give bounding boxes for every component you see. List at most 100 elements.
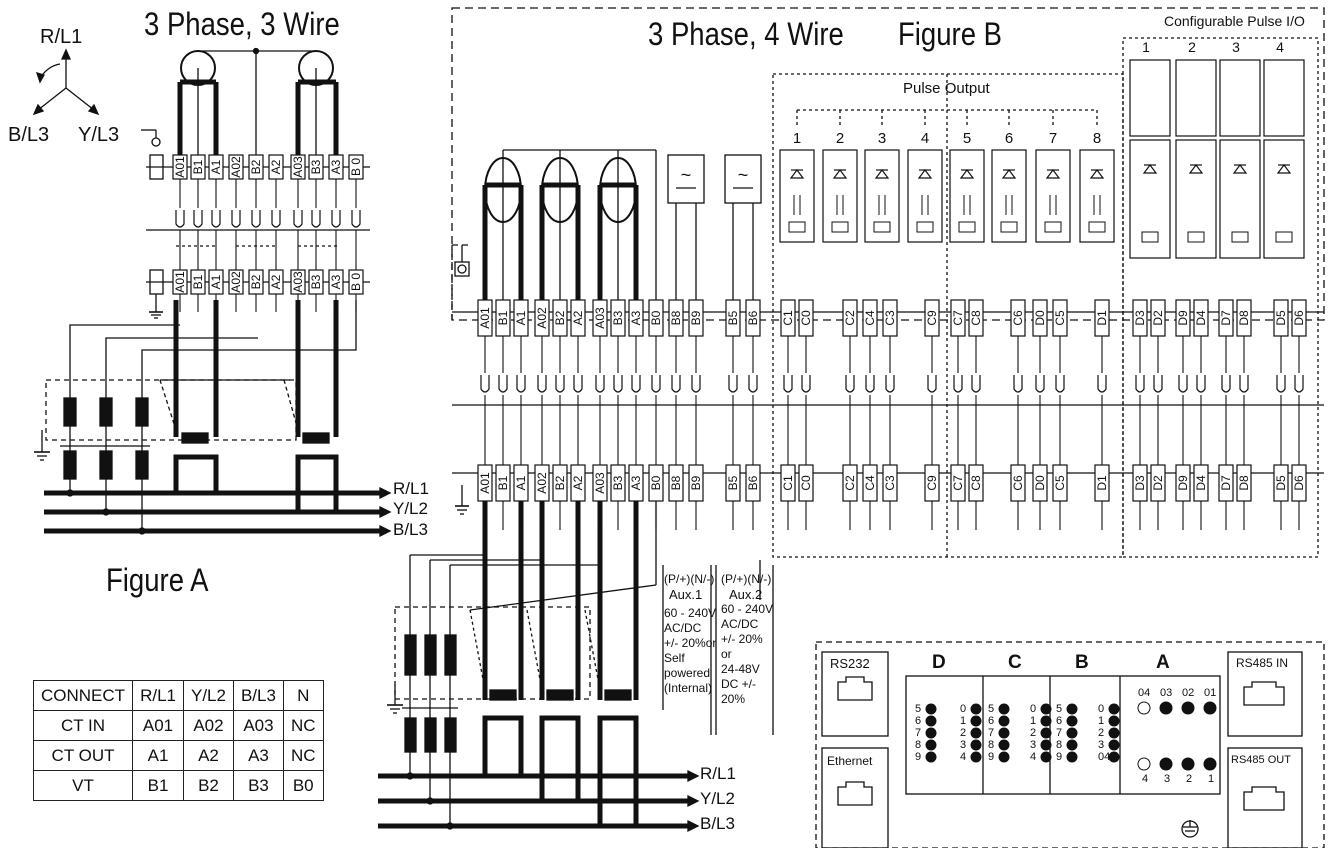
terminal-fork [971, 375, 981, 393]
terminal-box [842, 299, 858, 337]
terminal-label: A1 [514, 310, 528, 325]
terminal-box [862, 299, 878, 337]
terminal-label: A1 [209, 159, 223, 174]
terminal-fork [271, 210, 281, 228]
terminal-box [1291, 299, 1307, 337]
table-cell: B0 [282, 770, 324, 801]
terminal-label: A03 [593, 472, 607, 494]
diode-triangle [1232, 164, 1248, 174]
led-indicator [1066, 739, 1078, 751]
led-indicator [1040, 739, 1052, 751]
terminal-label: C2 [843, 475, 857, 491]
rs232-port-label: RS232 [830, 656, 870, 671]
led-pin-label: 9 [1056, 751, 1063, 763]
phasor-label-y: Y/L3 [78, 124, 120, 146]
terminal-label: D0 [1033, 310, 1047, 326]
terminal-fork [1153, 375, 1163, 393]
led-pin-label: 5 [988, 703, 995, 715]
pulse-io-input-box [1219, 59, 1261, 137]
terminal-box [1132, 299, 1148, 337]
terminal-label: C1 [781, 310, 795, 326]
diode-triangle [1276, 164, 1292, 174]
diode-triangle [832, 169, 848, 179]
terminal-box [248, 154, 264, 180]
aux2-spec-0: 60 - 240V [721, 602, 774, 616]
terminal-box [1150, 299, 1166, 337]
table-cell: A01 [132, 710, 184, 741]
terminal-label: D1 [1095, 310, 1109, 326]
led-pin-label: 04 [1098, 751, 1111, 763]
led-indicator [998, 715, 1010, 727]
terminal-label: A01 [478, 472, 492, 494]
terminal-label: A03 [291, 271, 305, 293]
led-pin-label-a: 04 [1138, 687, 1151, 699]
terminal-label: D9 [1176, 310, 1190, 326]
led-pin-label-a: 02 [1182, 687, 1195, 699]
led-pin-label: 9 [988, 751, 995, 763]
aux1-spec-4: powered [664, 666, 711, 680]
terminal-label: C4 [863, 310, 877, 326]
pulse-output-channel-label: 2 [836, 130, 844, 147]
terminal-label: A3 [329, 274, 343, 289]
table-cell: A3 [232, 740, 284, 771]
header-cell: N [282, 680, 324, 711]
led-indicator [998, 727, 1010, 739]
aux1-spec-3: Self [664, 651, 685, 665]
terminal-box [798, 299, 814, 337]
terminal-label: B9 [689, 475, 703, 490]
terminal-label: A1 [209, 274, 223, 289]
terminal-box [348, 154, 364, 180]
terminal-label: D4 [1194, 310, 1208, 326]
diode-triangle [1142, 164, 1158, 174]
terminal-label: B8 [669, 475, 683, 490]
terminal-fork [783, 375, 793, 393]
terminal-box [950, 299, 966, 337]
terminal-fork [845, 375, 855, 393]
terminal-label: D4 [1194, 475, 1208, 491]
terminal-box [268, 154, 284, 180]
terminal-box [628, 299, 644, 337]
diode-triangle [959, 169, 975, 179]
terminal-label: A1 [514, 475, 528, 490]
terminal-label: B2 [553, 310, 567, 325]
terminal-label: A01 [173, 156, 187, 178]
table-row: CT OUT A1 A2 A3 NC [32, 740, 324, 771]
led-indicator [1203, 701, 1217, 715]
title-3phase-3wire: 3 Phase, 3 Wire [144, 6, 340, 42]
terminal-box [688, 299, 704, 337]
terminal-box [668, 299, 684, 337]
led-pin-label: 8 [915, 739, 922, 751]
terminal-box [1175, 299, 1191, 337]
terminal-fork [748, 375, 758, 393]
line-a-y: Y/L2 [393, 499, 428, 518]
terminal-label: D6 [1292, 475, 1306, 491]
terminal-box [228, 154, 244, 180]
aux2-spec-1: AC/DC [721, 617, 759, 631]
pulse-output-channel-label: 6 [1005, 130, 1013, 147]
diode-triangle [1045, 169, 1061, 179]
led-pin-label: 3 [960, 739, 967, 751]
terminal-box [513, 299, 529, 337]
terminal-label: C5 [1053, 475, 1067, 491]
led-pin-label: 6 [915, 715, 922, 727]
led-indicator [970, 739, 982, 751]
table-cell: B2 [182, 770, 234, 801]
led-indicator [1066, 727, 1078, 739]
led-pin-label: 3 [1098, 739, 1105, 751]
terminal-fork [1013, 375, 1023, 393]
pulse-output-channel-label: 7 [1049, 130, 1057, 147]
diode-triangle [1089, 169, 1105, 179]
terminal-fork [691, 375, 701, 393]
table-cell: A02 [182, 710, 234, 741]
terminal-label: D3 [1133, 475, 1147, 491]
terminal-fork [211, 210, 221, 228]
terminal-box [495, 299, 511, 337]
terminal-box [1094, 299, 1110, 337]
terminal-fork [631, 375, 641, 393]
terminal-box [172, 154, 188, 180]
terminal-box [1010, 299, 1026, 337]
terminal-label: B2 [553, 475, 567, 490]
transistor-box [831, 221, 849, 233]
terminal-label: C5 [1053, 310, 1067, 326]
terminal-label: C1 [781, 475, 795, 491]
